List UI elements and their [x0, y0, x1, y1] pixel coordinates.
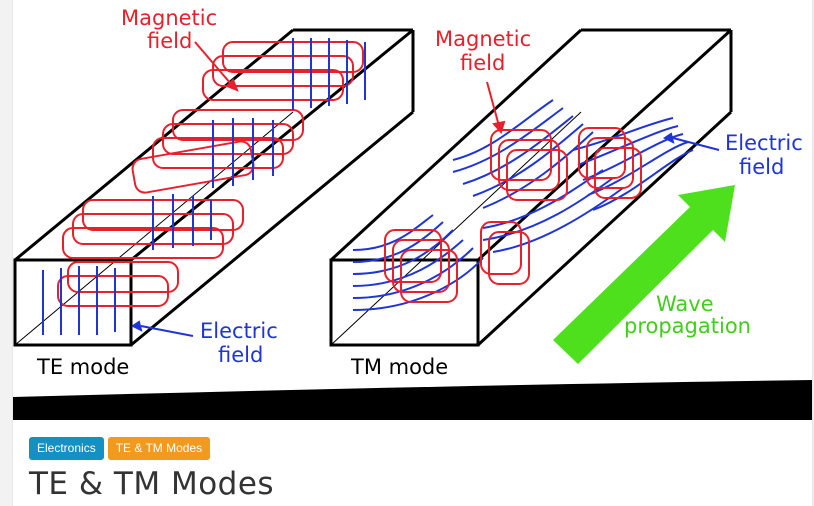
tm-magnetic-loops [384, 127, 642, 303]
waveguide-figure[interactable]: Magnetic field Magnetic field Electric f… [13, 0, 812, 420]
tm-electric-label-line1: Electric [725, 131, 803, 155]
te-magnetic-label-line2: field [147, 29, 192, 53]
tm-electric-label-line2: field [739, 155, 784, 179]
post-card: Magnetic field Magnetic field Electric f… [12, 0, 813, 506]
category-tag-electronics[interactable]: Electronics [29, 437, 104, 460]
category-tags: Electronics TE & TM Modes [29, 437, 211, 460]
figure-dark-band [13, 380, 812, 420]
te-magnetic-label-line1: Magnetic [121, 6, 217, 30]
label-pointers [131, 41, 720, 337]
category-tag-te-tm-modes[interactable]: TE & TM Modes [107, 437, 211, 460]
te-electric-label-line1: Electric [200, 319, 278, 343]
post-title[interactable]: TE & TM Modes [29, 466, 275, 502]
wave-label-line1: Wave [656, 292, 714, 316]
tm-mode-label: TM mode [350, 355, 448, 379]
tm-magnetic-label-line1: Magnetic [435, 27, 531, 51]
wave-label-line2: propagation [624, 314, 751, 338]
tm-magnetic-label-line2: field [460, 51, 505, 75]
te-magnetic-loops [57, 41, 364, 307]
wave-propagation-arrow [553, 185, 735, 364]
te-electric-label-line2: field [218, 343, 263, 367]
waveguide-diagram: Magnetic field Magnetic field Electric f… [13, 6, 812, 420]
te-electric-lines [42, 38, 366, 335]
te-mode-label: TE mode [36, 355, 129, 379]
